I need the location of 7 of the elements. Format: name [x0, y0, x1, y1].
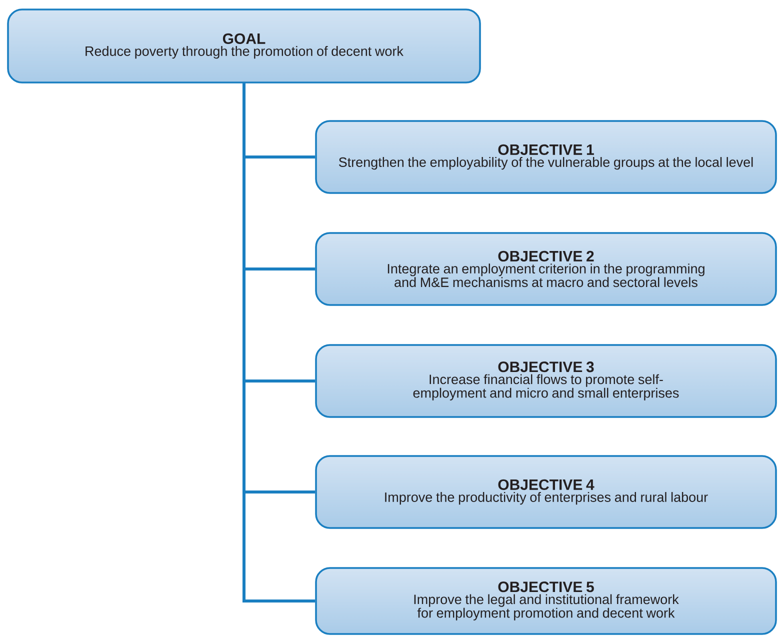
connector-line	[242, 83, 316, 602]
objective-box: OBJECTIVE 3 Increase financial flows to promote self-employment and micro and small enterprises	[315, 344, 777, 418]
objective-box: OBJECTIVE 4 Improve the productivity of enterprises and rural labour	[315, 455, 777, 529]
objective-box: OBJECTIVE 2 Integrate an employment criterion in the programming and M&E mechanisms at macro and sectoral levels	[315, 232, 777, 306]
goal-box: GOAL Reduce poverty through the promotion of decent work	[7, 8, 481, 84]
objective-box: OBJECTIVE 1 Strengthen the employability of the vulnerable groups at the local level	[315, 120, 777, 194]
objective-box: OBJECTIVE 5 Improve the legal and institutional framework for employment promotion and decent work	[315, 567, 777, 635]
